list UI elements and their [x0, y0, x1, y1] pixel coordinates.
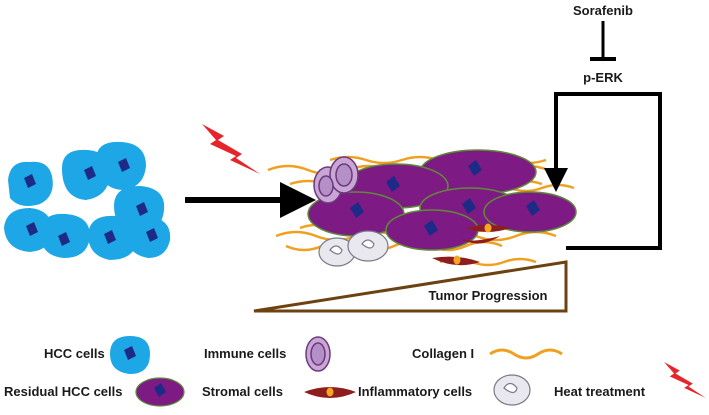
sorafenib-inhibition: Sorafenib p-ERK [573, 3, 633, 85]
hcc-cell-cluster [4, 141, 171, 260]
feedback-loop [544, 92, 662, 250]
legend-label-inflammatory: Inflammatory cells [358, 384, 472, 399]
lightning-bolt-icon [202, 124, 260, 174]
stromal-cell-icon [304, 387, 356, 398]
collagen-fiber-icon [489, 348, 563, 360]
lightning-bolt-icon [664, 362, 706, 398]
tumor-progression-label: Tumor Progression [429, 288, 548, 303]
tumor-progression-wedge: Tumor Progression [253, 260, 568, 313]
residual-hcc-cell-icon [135, 377, 185, 407]
legend-label-collagen: Collagen I [412, 346, 474, 361]
legend-label-residual-hcc: Residual HCC cells [4, 384, 123, 399]
legend-label-hcc-cells: HCC cells [44, 346, 105, 361]
inflammatory-cell-icon [493, 374, 531, 406]
legend-label-stromal-cells: Stromal cells [202, 384, 283, 399]
hcc-cell-icon [110, 336, 150, 374]
sorafenib-label: Sorafenib [573, 3, 633, 18]
p-erk-label: p-ERK [583, 70, 623, 85]
legend-label-immune-cells: Immune cells [204, 346, 286, 361]
tumor-microenvironment [267, 149, 577, 267]
immune-cell-icon [305, 336, 331, 372]
legend-label-heat: Heat treatment [554, 384, 646, 399]
legend: HCC cells Immune cells Collagen I Residu… [4, 336, 706, 407]
